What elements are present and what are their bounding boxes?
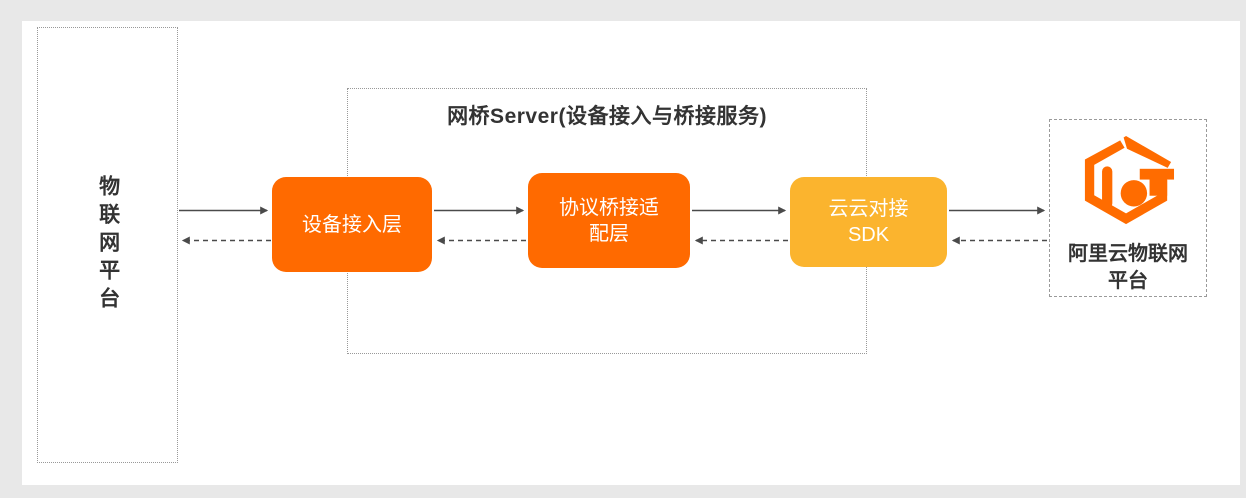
- device-access-node: 设备接入层: [272, 177, 432, 272]
- protocol-bridge-label: 协议桥接适 配层: [559, 196, 659, 245]
- cloud-sdk-label: 云云对接 SDK: [828, 198, 909, 246]
- bridge-server-title: 网桥Server(设备接入与桥接服务): [447, 105, 767, 128]
- logo-t-stem: [1149, 179, 1168, 196]
- protocol-bridge-node: 协议桥接适 配层: [528, 173, 690, 268]
- logo-o-dot: [1120, 180, 1148, 207]
- aliyun-iot-logo: [1081, 136, 1175, 230]
- logo-i-bar: [1102, 166, 1113, 209]
- logo-hex-apex: [1123, 136, 1172, 168]
- cloud-sdk-node: 云云对接 SDK: [790, 177, 947, 267]
- device-access-label: 设备接入层: [302, 213, 402, 236]
- logo-t-bar: [1139, 168, 1175, 180]
- source-platform-label: 物联网平台: [96, 175, 120, 315]
- aliyun-iot-logo-svg: [1084, 136, 1175, 225]
- source-platform-box: 物联网平台: [37, 27, 178, 463]
- target-platform-label: 阿里云物联网 平台: [1068, 243, 1188, 292]
